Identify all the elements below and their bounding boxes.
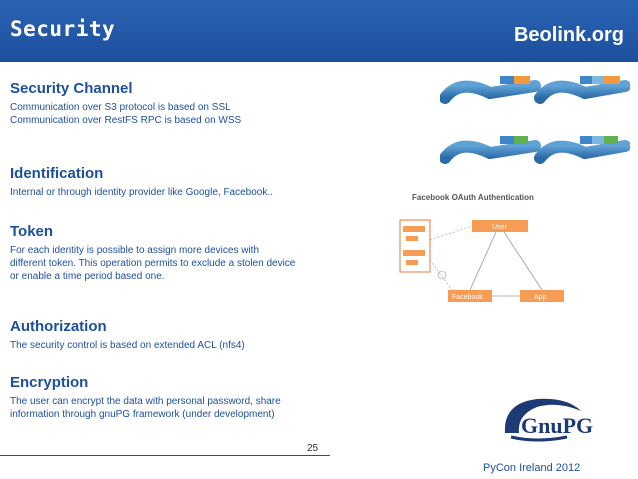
facebook-label: Facebook	[452, 294, 483, 301]
gnupg-logo-text: GnuPG	[521, 413, 593, 438]
pipe-label: WSS	[600, 160, 614, 166]
section-body: Communication over S3 protocol is based …	[10, 102, 242, 126]
tag-ws	[604, 136, 618, 144]
app-box	[520, 290, 564, 302]
section-body: For each identity is possible to assign …	[10, 245, 296, 282]
section-encryption: Encryption The user can encrypt the data…	[10, 374, 340, 421]
oauth-title: Facebook OAuth Authentication	[412, 193, 534, 202]
oauth-diagram: Facebook OAuth Authentication User Faceb…	[399, 193, 564, 302]
tag-tls	[592, 136, 604, 144]
section-body: The user can encrypt the data with perso…	[10, 396, 281, 420]
tag-tcp	[580, 76, 592, 84]
tag-tcp	[500, 136, 514, 144]
section-title: Authorization	[10, 318, 107, 335]
page-number: 25	[307, 443, 319, 454]
arrow	[469, 231, 497, 291]
tag-http	[604, 76, 620, 84]
section-body: Internal or through identity provider li…	[10, 187, 273, 198]
browser-box	[399, 219, 431, 273]
protocol-pipes-illustration: HTTP HTTPS WS WSS	[440, 76, 630, 166]
footer-divider	[0, 455, 330, 456]
section-title: Security Channel	[10, 80, 133, 97]
facebook-box	[448, 290, 492, 302]
gnupg-swoosh	[504, 398, 581, 433]
pipe-https: HTTPS	[534, 76, 630, 106]
section-token: Token For each identity is possible to a…	[10, 223, 340, 283]
section-title: Token	[10, 223, 54, 240]
slide-header: Security Beolink.org	[0, 0, 638, 62]
user-box	[472, 220, 528, 232]
section-identification: Identification Internal or through ident…	[10, 165, 340, 199]
pipe-wss: WSS	[534, 136, 630, 166]
gnupg-logo: GnuPG	[504, 398, 593, 442]
app-label: App	[534, 294, 547, 301]
section-security-channel: Security Channel Communication over S3 p…	[10, 80, 340, 127]
arrow	[503, 231, 543, 291]
pipe-label: HTTP	[510, 100, 526, 106]
arrow	[429, 225, 473, 241]
tag-tls	[592, 76, 604, 84]
brand-name: Beolink.org	[513, 24, 624, 46]
pipe-ws: WS	[440, 136, 541, 166]
browser-step	[403, 250, 425, 256]
arrow	[429, 259, 453, 291]
tag-tcp	[500, 76, 514, 84]
pipe-label: HTTPS	[600, 100, 620, 106]
tag-ws	[514, 136, 528, 144]
user-label: User	[492, 224, 507, 231]
browser-step	[406, 236, 418, 241]
section-title: Identification	[10, 165, 104, 182]
tag-tcp	[580, 136, 592, 144]
section-authorization: Authorization The security control is ba…	[10, 318, 340, 352]
slide-title: Security	[10, 17, 116, 41]
pipe-label: WS	[512, 160, 522, 166]
gnupg-swoosh-base	[510, 435, 568, 442]
section-title: Encryption	[10, 374, 89, 391]
footer-event: PyCon Ireland 2012	[483, 462, 581, 474]
section-body: The security control is based on extende…	[10, 340, 245, 351]
connector-node	[437, 270, 447, 280]
browser-step	[406, 260, 418, 265]
tag-http	[514, 76, 530, 84]
pipe-http: HTTP	[440, 76, 541, 106]
browser-step	[403, 226, 425, 232]
